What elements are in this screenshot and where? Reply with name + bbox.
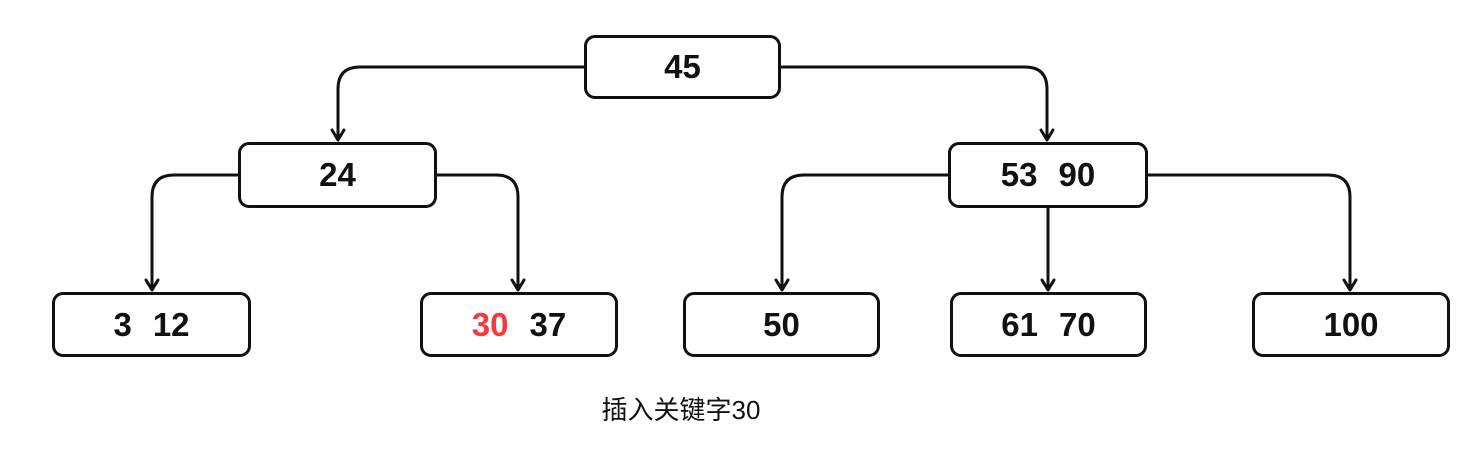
node-leaf-4: 61 70	[950, 292, 1147, 357]
edge-internal-left-to-leaf-1	[144, 173, 238, 292]
key-label: 61	[1001, 305, 1038, 343]
edge-internal-right-to-leaf-3	[774, 173, 948, 292]
key-label: 70	[1059, 305, 1096, 343]
node-internal-right: 53 90	[948, 142, 1148, 208]
node-leaf-2: 30 37	[420, 292, 618, 357]
edge-root-to-internal-left	[330, 65, 584, 142]
key-label: 100	[1323, 305, 1379, 343]
node-internal-left: 24	[238, 142, 437, 208]
edge-internal-left-to-leaf-2	[437, 173, 526, 292]
key-label: 3	[113, 305, 132, 343]
node-leaf-5: 100	[1252, 292, 1450, 357]
edge-root-to-internal-right	[781, 65, 1055, 142]
key-label: 37	[529, 305, 567, 343]
key-label: 45	[664, 48, 701, 85]
key-label: 90	[1058, 156, 1096, 193]
node-leaf-1: 3 12	[52, 292, 251, 357]
key-label-highlighted: 30	[471, 305, 509, 343]
edge-internal-right-to-leaf-5	[1148, 173, 1358, 292]
key-label: 50	[763, 305, 800, 343]
key-label: 12	[152, 305, 190, 343]
key-label: 24	[319, 156, 356, 193]
node-root: 45	[584, 35, 781, 99]
key-label: 53	[1000, 156, 1038, 193]
diagram-caption: 插入关键字30	[601, 395, 761, 425]
node-leaf-3: 50	[683, 292, 880, 357]
